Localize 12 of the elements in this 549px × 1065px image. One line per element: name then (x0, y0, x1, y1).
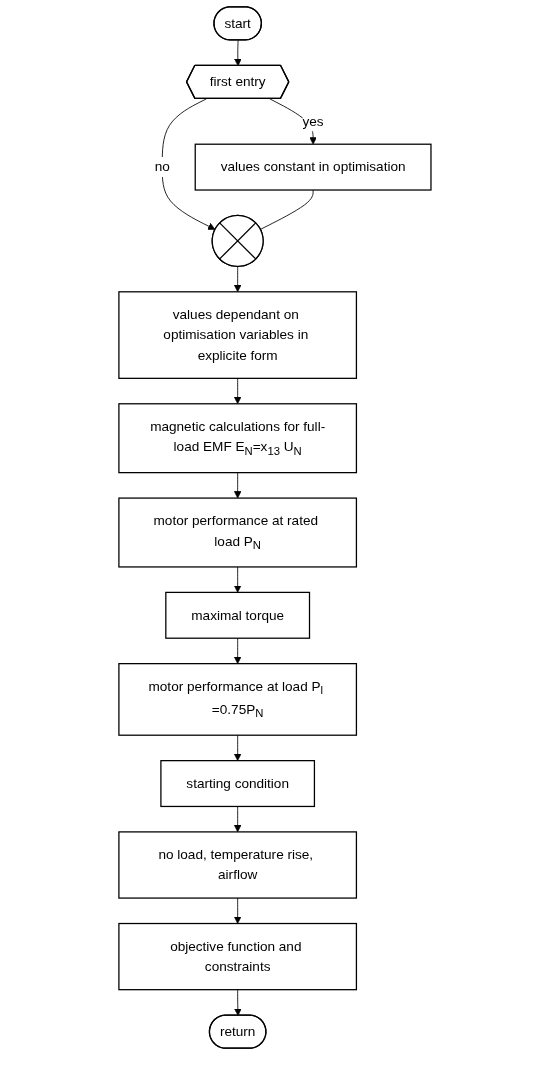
node-box: motor performance at load P$_{l}$ =0.75P$_{N}$ (117, 663, 357, 736)
edge-label: no (154, 159, 170, 174)
node-box: maximal torque (164, 591, 310, 639)
node-box: magnetic calculations for full-load EMF E$_{N}$=x$_{13}$ U$_{N}$ (117, 403, 357, 474)
node-box: values dependant on optimisation variables in explicite form (117, 291, 357, 379)
node-box: starting condition (159, 760, 315, 808)
node-box: no load, temperature rise, airflow (117, 831, 357, 899)
node-box: motor performance at rated load P$_{N}$ (117, 497, 357, 568)
node-box: objective function and constraints (117, 922, 357, 991)
edge-label: yes (302, 113, 324, 129)
connector (259, 189, 314, 230)
node-box: values constant in optimisation (194, 143, 432, 191)
